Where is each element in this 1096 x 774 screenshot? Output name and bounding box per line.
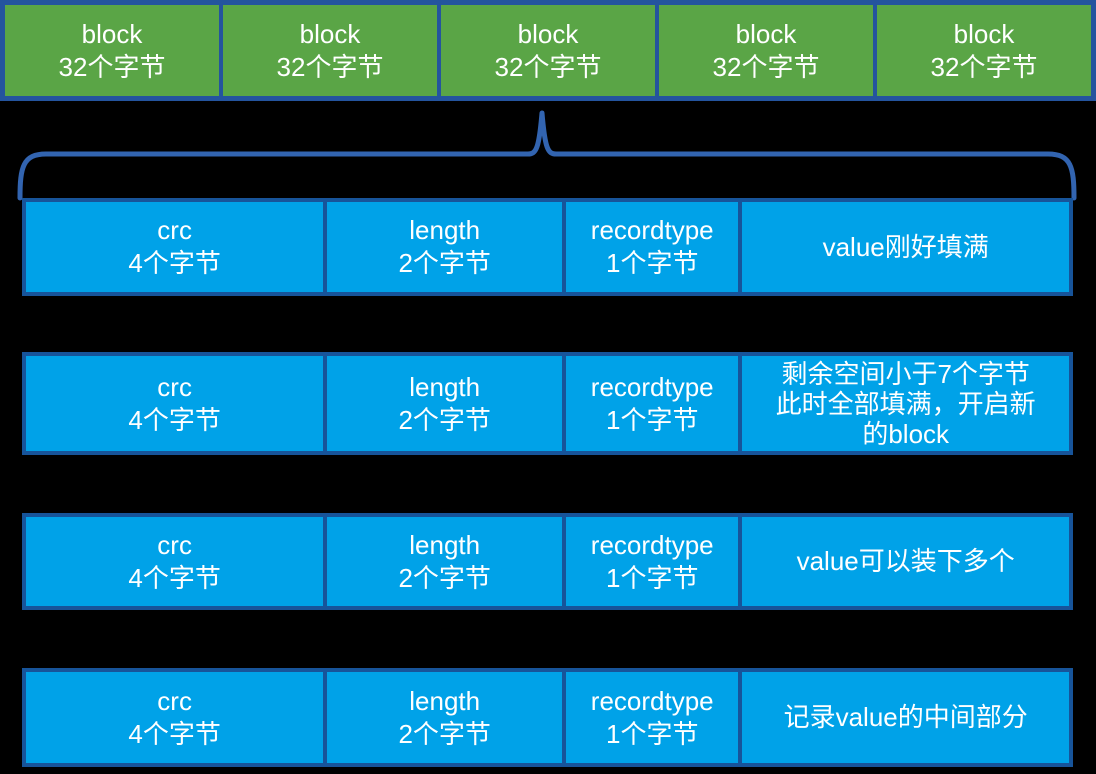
block-cell-label: block 32个字节 bbox=[276, 18, 384, 82]
crc-cell: crc 4个字节 bbox=[26, 672, 324, 763]
length-label: length 2个字节 bbox=[398, 215, 491, 278]
crc-label: crc 4个字节 bbox=[128, 529, 221, 593]
block-cell: block 32个字节 bbox=[5, 5, 219, 96]
block-cell-label: block 32个字节 bbox=[58, 18, 166, 82]
block-row: block 32个字节 block 32个字节 block 32个字节 bloc… bbox=[0, 0, 1096, 101]
block-cell-label: block 32个字节 bbox=[930, 18, 1038, 82]
block-cell: block 32个字节 bbox=[873, 5, 1091, 96]
record-row: crc 4个字节 length 2个字节 recordtype 1个字节 val… bbox=[22, 198, 1073, 296]
crc-cell: crc 4个字节 bbox=[26, 356, 324, 451]
value-label: 记录value的中间部分 bbox=[783, 702, 1028, 732]
value-label: 剩余空间小于7个字节 此时全部填满，开启新 的block bbox=[775, 358, 1036, 449]
recordtype-cell: recordtype 1个字节 bbox=[562, 517, 739, 606]
block-cell: block 32个字节 bbox=[437, 5, 655, 96]
length-label: length 2个字节 bbox=[398, 371, 491, 435]
record-row: crc 4个字节 length 2个字节 recordtype 1个字节 记录v… bbox=[22, 668, 1073, 767]
crc-cell: crc 4个字节 bbox=[26, 202, 324, 292]
crc-label: crc 4个字节 bbox=[128, 685, 221, 749]
value-cell: value刚好填满 bbox=[738, 202, 1069, 292]
recordtype-label: recordtype 1个字节 bbox=[590, 371, 714, 435]
block-cell: block 32个字节 bbox=[219, 5, 437, 96]
recordtype-cell: recordtype 1个字节 bbox=[562, 672, 739, 763]
crc-cell: crc 4个字节 bbox=[26, 517, 324, 606]
record-row: crc 4个字节 length 2个字节 recordtype 1个字节 剩余空… bbox=[22, 352, 1073, 455]
length-cell: length 2个字节 bbox=[323, 356, 563, 451]
value-label: value可以装下多个 bbox=[796, 546, 1015, 576]
value-cell: 记录value的中间部分 bbox=[738, 672, 1069, 763]
expand-brace-icon bbox=[14, 105, 1080, 205]
block-cell-label: block 32个字节 bbox=[712, 18, 820, 82]
crc-label: crc 4个字节 bbox=[128, 215, 221, 278]
record-row: crc 4个字节 length 2个字节 recordtype 1个字节 val… bbox=[22, 513, 1073, 610]
crc-label: crc 4个字节 bbox=[128, 371, 221, 435]
length-cell: length 2个字节 bbox=[323, 202, 563, 292]
recordtype-label: recordtype 1个字节 bbox=[590, 685, 714, 749]
length-label: length 2个字节 bbox=[398, 685, 491, 749]
block-cell: block 32个字节 bbox=[655, 5, 873, 96]
curly-brace-svg bbox=[17, 110, 1077, 201]
block-cell-label: block 32个字节 bbox=[494, 18, 602, 82]
value-cell: 剩余空间小于7个字节 此时全部填满，开启新 的block bbox=[738, 356, 1069, 451]
recordtype-label: recordtype 1个字节 bbox=[590, 529, 714, 593]
value-label: value刚好填满 bbox=[822, 231, 989, 262]
recordtype-cell: recordtype 1个字节 bbox=[562, 356, 739, 451]
recordtype-label: recordtype 1个字节 bbox=[590, 215, 714, 278]
recordtype-cell: recordtype 1个字节 bbox=[562, 202, 739, 292]
value-cell: value可以装下多个 bbox=[738, 517, 1069, 606]
length-label: length 2个字节 bbox=[398, 529, 491, 593]
length-cell: length 2个字节 bbox=[323, 672, 563, 763]
length-cell: length 2个字节 bbox=[323, 517, 563, 606]
